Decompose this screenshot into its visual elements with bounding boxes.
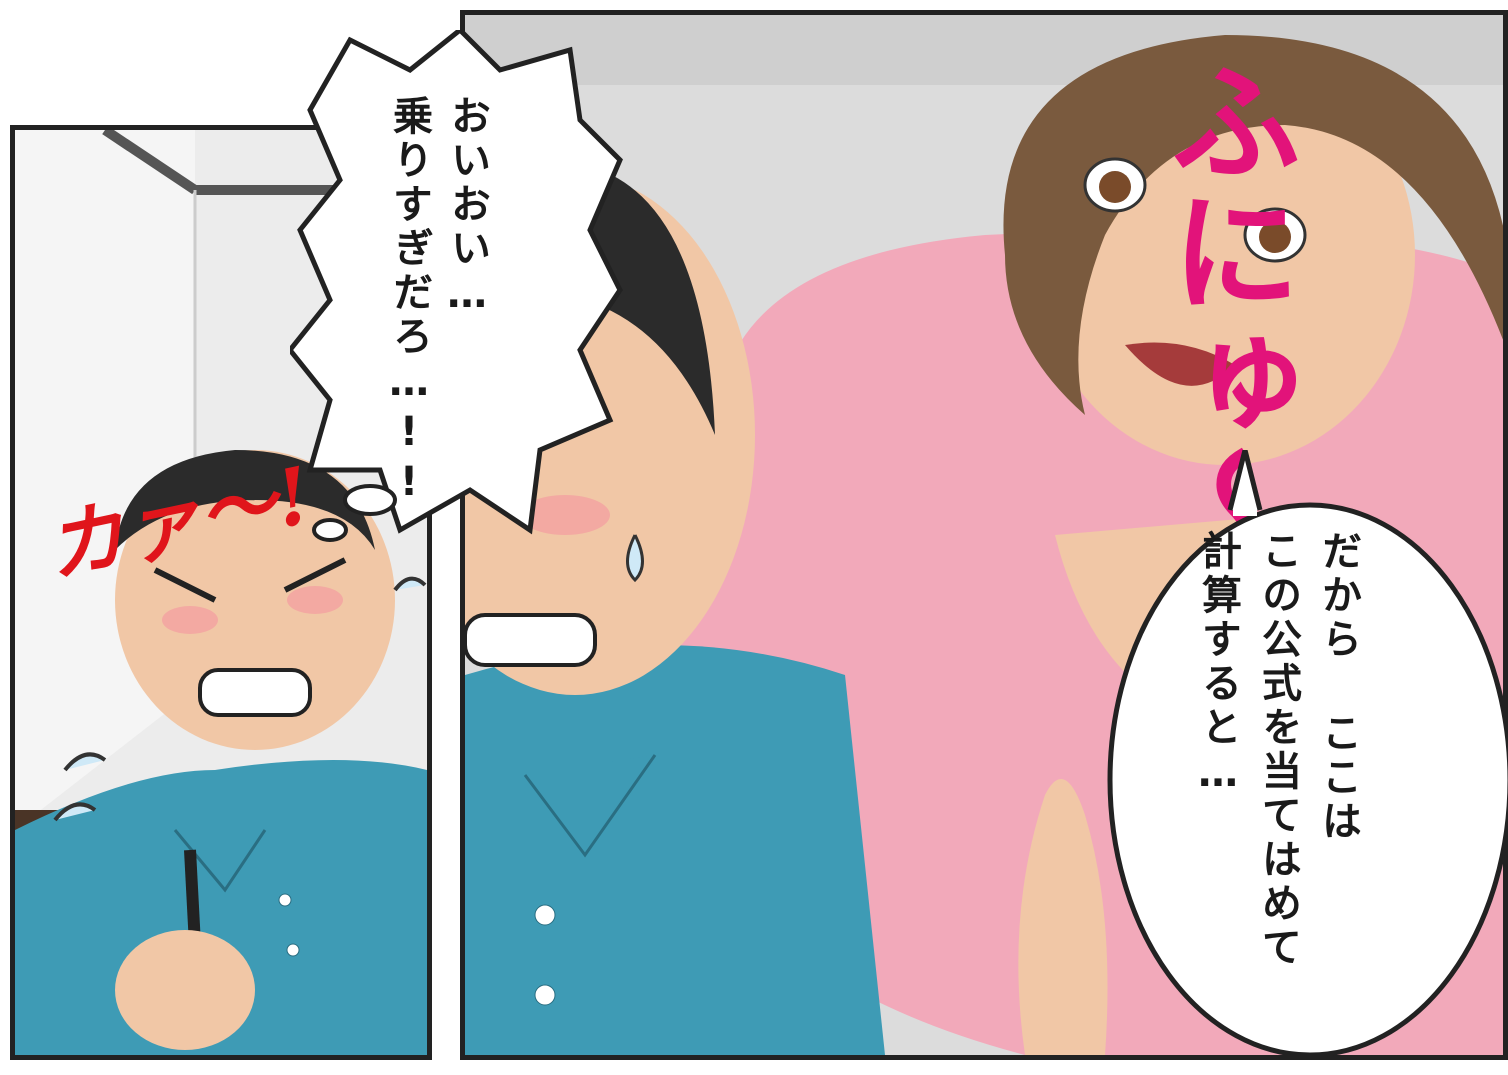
thought-bubble-text: おいおい… 乗りすぎだろ…!! <box>386 95 490 509</box>
sfx-squish-text: ふにゅ〜 <box>1149 55 1301 575</box>
speech-bubble-text: だから ここは この公式を当てはめて 計算すると… <box>1195 530 1361 970</box>
boy-hair <box>115 450 375 550</box>
left-panel-art <box>15 130 427 1055</box>
boy-shirt <box>465 645 885 1055</box>
speech-bubble <box>1107 450 1508 1058</box>
woman-hair <box>1003 35 1503 415</box>
thought-bubble <box>290 30 623 542</box>
